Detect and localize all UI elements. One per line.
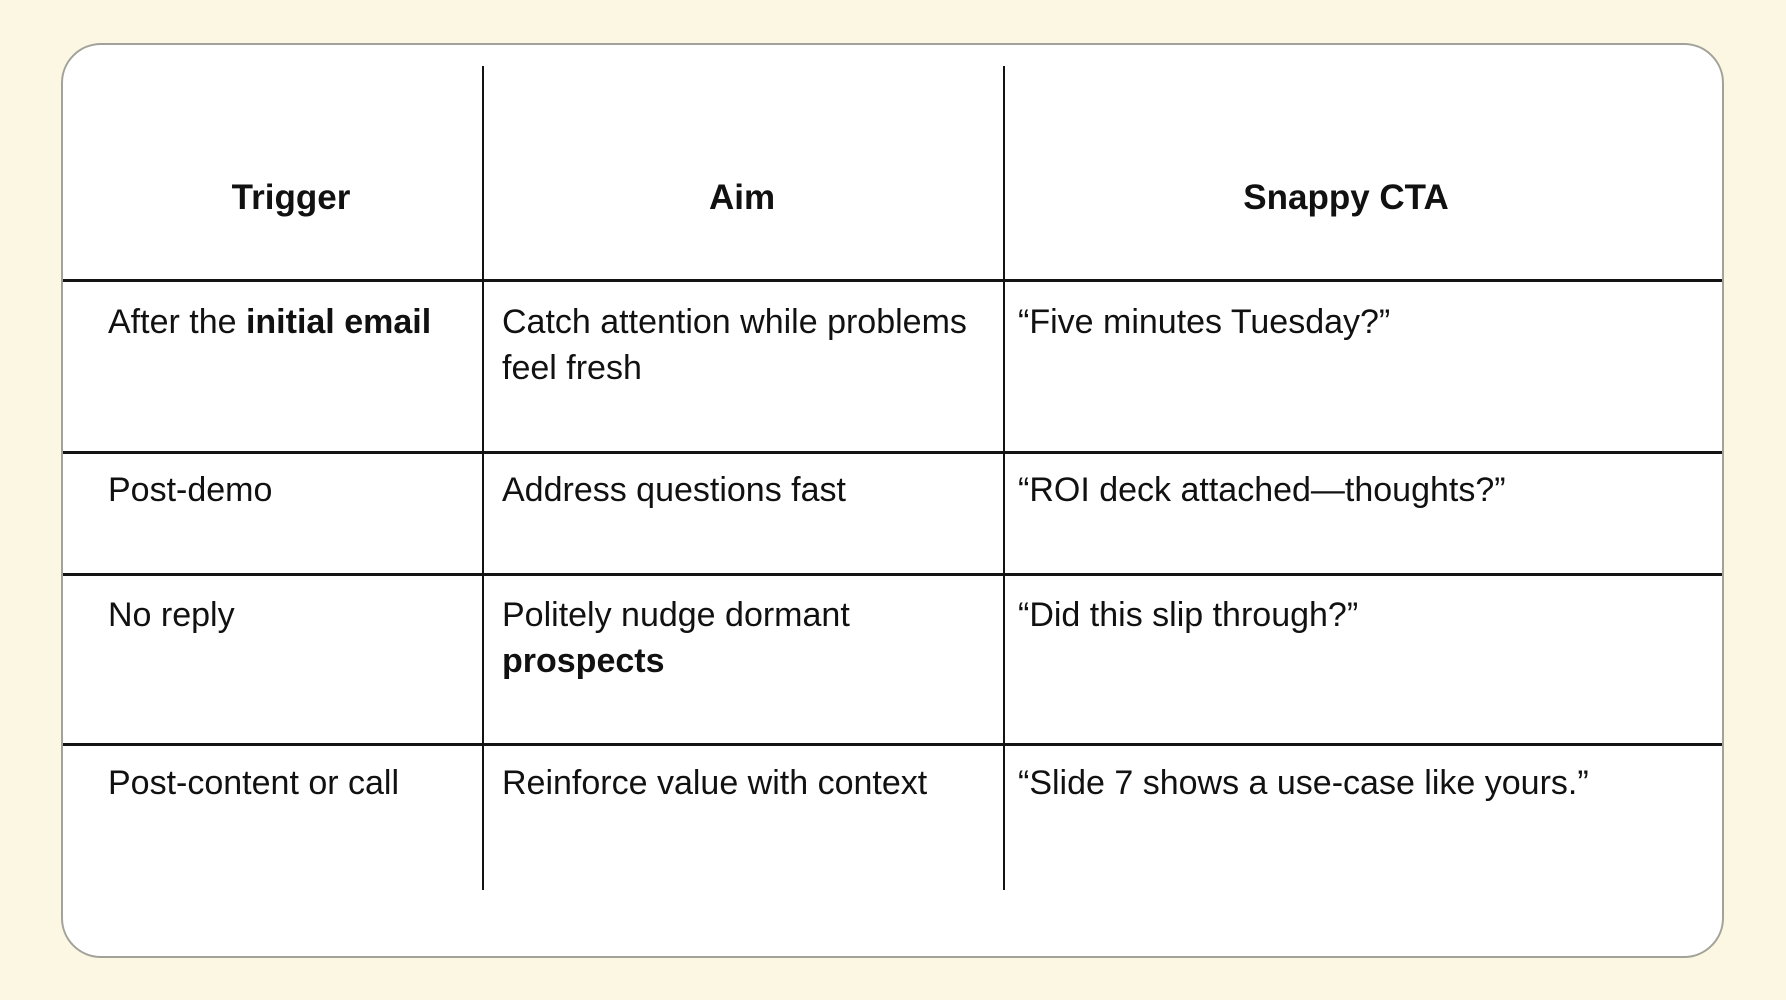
aim-text: Address questions fast bbox=[502, 471, 846, 509]
cell-trigger-row-1: After the initial email bbox=[108, 299, 468, 345]
aim-bold-text: prospects bbox=[502, 642, 665, 680]
trigger-text: After the bbox=[108, 303, 246, 341]
column-header-aim: Aim bbox=[708, 178, 776, 217]
row-divider-1 bbox=[63, 451, 1722, 454]
cell-cta-row-3: “Did this slip through?” bbox=[1018, 596, 1359, 634]
column-header-snappy-cta: Snappy CTA bbox=[1243, 178, 1449, 217]
row-divider-3 bbox=[63, 743, 1722, 746]
column-divider-1 bbox=[482, 66, 484, 890]
cell-cta-row-2: “ROI deck attached—thoughts?” bbox=[1018, 471, 1506, 509]
cell-cta-row-1: “Five minutes Tuesday?” bbox=[1018, 303, 1391, 341]
trigger-text: Post-demo bbox=[108, 471, 273, 509]
cell-aim-row-1: Catch attention while problems feel fres… bbox=[502, 299, 995, 391]
cell-trigger-row-3: No reply bbox=[108, 592, 468, 638]
cell-cta-row-4: “Slide 7 shows a use-case like yours.” bbox=[1018, 764, 1589, 802]
aim-text: Politely nudge dormant bbox=[502, 596, 850, 634]
cell-aim-row-3: Politely nudge dormant prospects bbox=[502, 592, 995, 684]
aim-text: Reinforce value with context bbox=[502, 764, 928, 802]
table-card: Trigger Aim Snappy CTA After the initial… bbox=[61, 43, 1724, 958]
cell-aim-row-4: Reinforce value with context bbox=[502, 760, 995, 806]
cell-aim-row-2: Address questions fast bbox=[502, 467, 995, 513]
column-header-trigger: Trigger bbox=[231, 178, 351, 217]
trigger-bold-text: initial email bbox=[245, 303, 432, 341]
row-divider-2 bbox=[63, 573, 1722, 576]
cell-trigger-row-4: Post-content or call bbox=[108, 760, 468, 806]
aim-text: Catch attention while problems feel fres… bbox=[502, 303, 967, 387]
trigger-text: No reply bbox=[108, 596, 235, 634]
header-row-divider bbox=[63, 279, 1722, 282]
cell-trigger-row-2: Post-demo bbox=[108, 467, 468, 513]
column-divider-2 bbox=[1003, 66, 1005, 890]
trigger-text: Post-content or call bbox=[108, 764, 400, 802]
